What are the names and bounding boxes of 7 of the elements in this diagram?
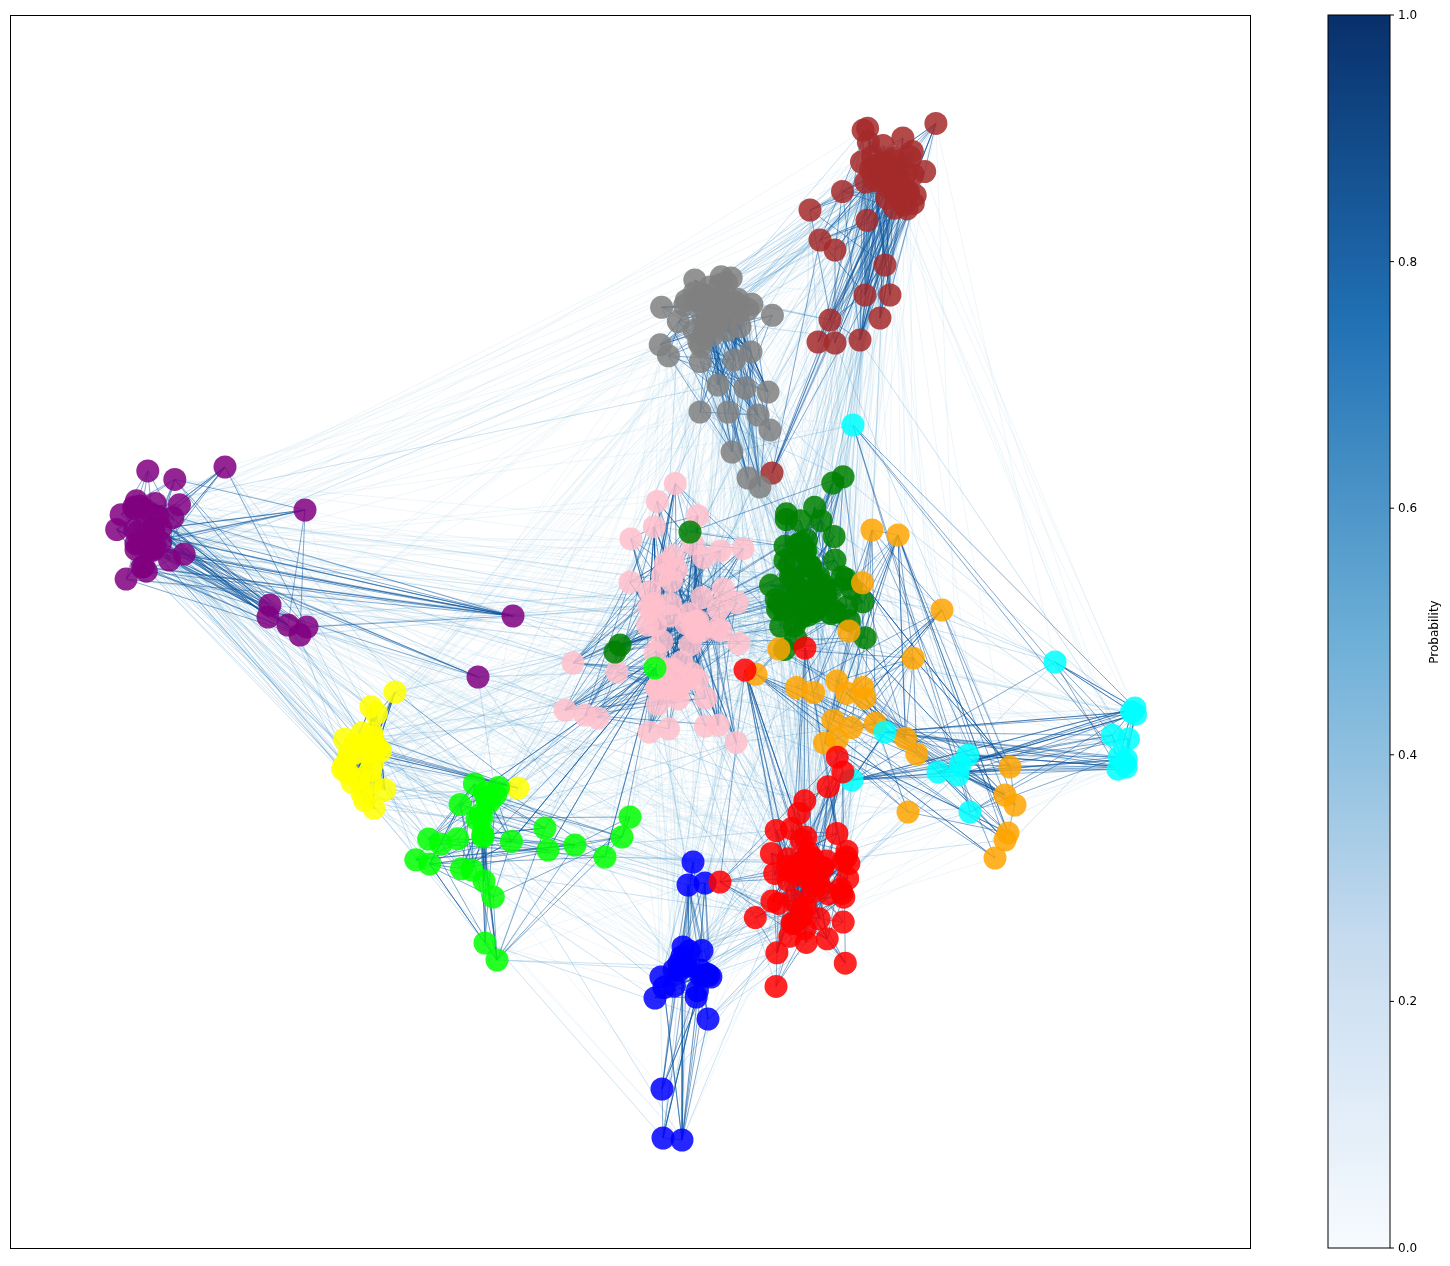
tick-label: 1.0 <box>1398 8 1418 22</box>
tick-label: 0.2 <box>1398 994 1418 1009</box>
tick-label: 0.8 <box>1398 254 1418 269</box>
tick-label: 0.4 <box>1398 747 1418 762</box>
tick-label: 0.0 <box>1398 1241 1418 1255</box>
axis-label: Probability <box>1426 600 1441 664</box>
tick-label: 0.6 <box>1398 501 1418 516</box>
